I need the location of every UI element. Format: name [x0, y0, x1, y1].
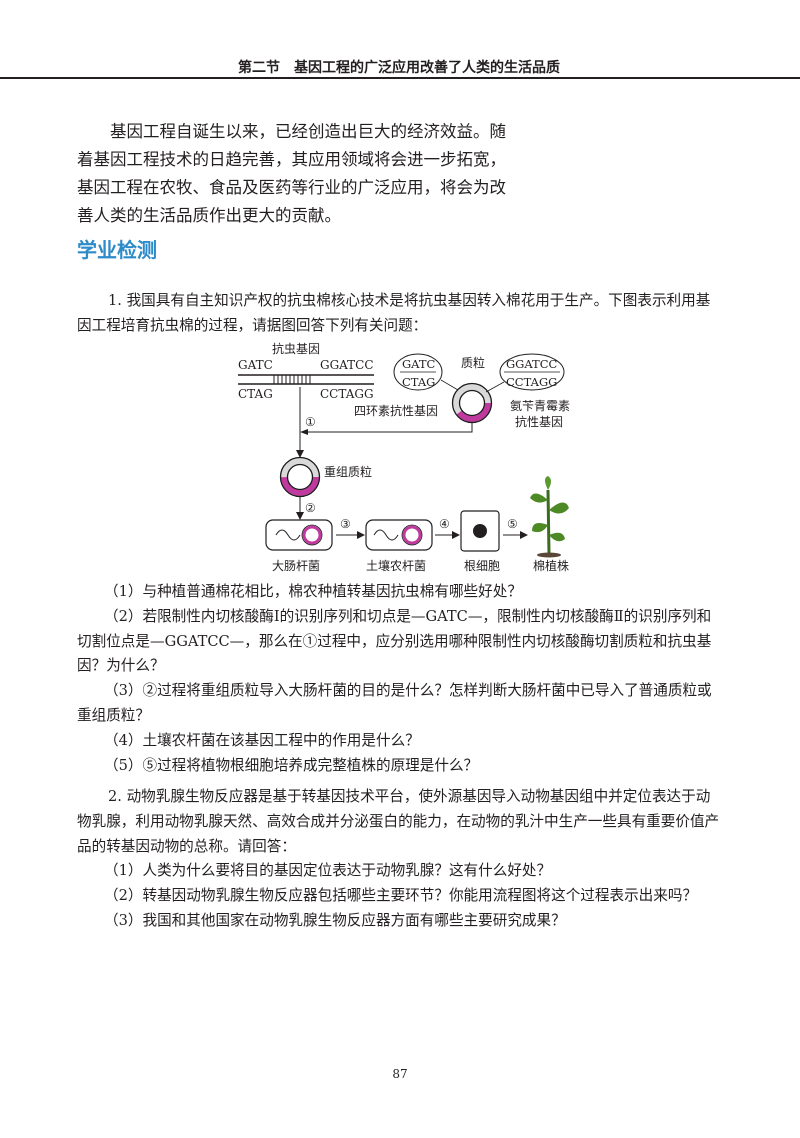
section-heading: 学业检测 — [77, 238, 157, 262]
intro-paragraph: 基因工程自诞生以来，已经创造出巨大的经济效益。随着基因工程技术的日趋完善，其应用… — [77, 122, 506, 225]
recombinant-ring-accent — [281, 458, 319, 496]
step-5-marker: ⑤ — [507, 517, 518, 531]
running-header: 第二节 基因工程的广泛应用改善了人类的生活品质 — [238, 60, 560, 76]
tetracycline-resistance-label: 四环素抗性基因 — [354, 403, 438, 418]
agrobacterium-label: 土壤农杆菌 — [366, 558, 426, 573]
question-1-sub-2: （2）若限制性内切核酸酶Ⅰ的识别序列和切点是—GATC—，限制性内切核酸酶Ⅱ的识… — [77, 607, 712, 675]
root-cell-label: 根细胞 — [464, 559, 500, 573]
header-rule — [0, 77, 800, 79]
step-3-marker: ③ — [340, 517, 351, 531]
question-1-sub-5: （5）⑤过程将植物根细胞培养成完整植株的原理是什么？ — [104, 756, 479, 774]
recombinant-ring-inner — [286, 463, 314, 491]
plasmid-ring-accent — [453, 384, 491, 422]
agrobacterium-plasmid — [402, 525, 422, 545]
step-1-marker: ① — [305, 415, 316, 429]
question-2-sub-1: （1）人类为什么要将目的基因定位表达于动物乳腺？这有什么好处？ — [104, 862, 552, 880]
question-2-sub-2: （2）转基因动物乳腺生物反应器包括哪些主要环节？你能用流程图将这个过程表示出来吗… — [104, 887, 698, 905]
plasmid-label: 质粒 — [461, 355, 485, 370]
plasmid-seq-left-bottom: CTAG — [402, 375, 435, 389]
plasmid-seq-right-top: GGATCC — [506, 357, 558, 371]
ampicillin-resistance-label-2: 抗性基因 — [515, 414, 563, 429]
plasmid-seq-left-top: GATC — [402, 357, 436, 371]
page-number: 87 — [392, 1067, 408, 1081]
ecoli-label: 大肠杆菌 — [272, 559, 320, 573]
question-1-sub-3: （3）②过程将重组质粒导入大肠杆菌的目的是什么？怎样判断大肠杆菌中已导入了普通质… — [77, 682, 712, 724]
question-1-stem-block: 1. 我国具有自主知识产权的抗虫棉核心技术是将抗虫基因转入棉花用于生产。下图表示… — [77, 289, 723, 339]
ampicillin-resistance-label-1: 氨苄青霉素 — [510, 399, 570, 413]
question-1-sub-4: （4）土壤农杆菌在该基因工程中的作用是什么？ — [104, 731, 420, 749]
question-2-sub-3: （3）我国和其他国家在动物乳腺生物反应器方面有哪些主要研究成果？ — [104, 911, 566, 929]
gene-seq-top-left: GATC — [238, 358, 273, 372]
ecoli-plasmid — [302, 525, 322, 545]
root-cell-nucleus — [473, 524, 487, 538]
intro-section: 基因工程自诞生以来，已经创造出巨大的经济效益。随着基因工程技术的日趋完善，其应用… — [77, 118, 507, 230]
plasmid-ring-inner — [458, 389, 486, 417]
gene-seq-top-right: GGATCC — [320, 358, 374, 372]
question-1-sub-1: （1）与种植普通棉花相比，棉农种植转基因抗虫棉有哪些好处？ — [104, 583, 522, 600]
arrow-plasmid-to-gene — [306, 422, 473, 433]
step-2-marker: ② — [305, 501, 316, 515]
arrow-head-step1 — [296, 450, 304, 458]
step-4-marker: ④ — [439, 517, 450, 531]
plasmid-seq-right-bottom: CCTAGG — [506, 375, 557, 389]
question-2-stem: 2. 动物乳腺生物反应器是基于转基因技术平台，使外源基因导入动物基因组中并定位表… — [77, 788, 720, 855]
question-2-block: 2. 动物乳腺生物反应器是基于转基因技术平台，使外源基因导入动物基因组中并定位表… — [77, 785, 723, 934]
gene-seq-bottom-left: CTAG — [238, 387, 273, 401]
genetic-engineering-diagram: 抗虫基因 GATC GGATCC CTAG CCTAGG GATC CTAG G… — [238, 341, 570, 573]
recombinant-ring-outer — [279, 456, 321, 498]
gene-seq-bottom-right: CCTAGG — [320, 387, 374, 401]
gene-label: 抗虫基因 — [272, 341, 320, 356]
cotton-plant-label: 棉植株 — [533, 558, 569, 573]
question-1-stem: 1. 我国具有自主知识产权的抗虫棉核心技术是将抗虫基因转入棉花用于生产。下图表示… — [77, 292, 711, 334]
question-1-subquestions: （1）与种植普通棉花相比，棉农种植转基因抗虫棉有哪些好处？ （2）若限制性内切核… — [77, 580, 723, 778]
cotton-plant-icon — [530, 476, 569, 558]
recombinant-plasmid-label: 重组质粒 — [324, 464, 372, 479]
gene-base-pairs — [273, 375, 311, 384]
